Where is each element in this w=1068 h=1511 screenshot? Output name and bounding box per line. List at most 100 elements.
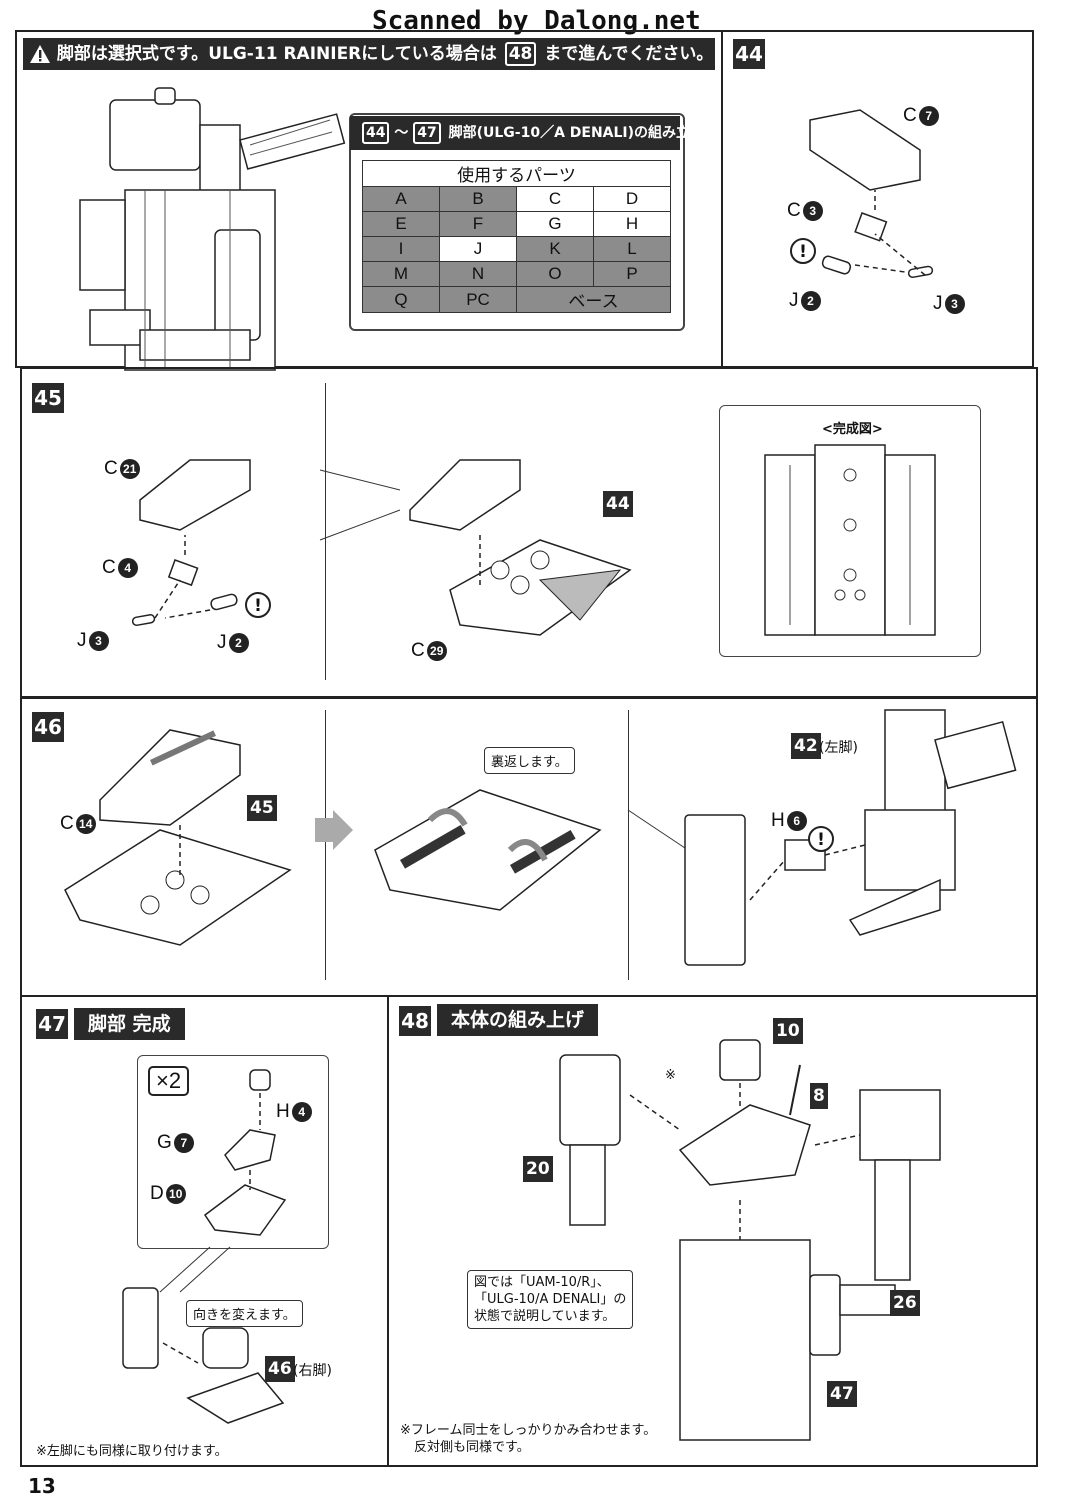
section-step48 (387, 995, 1038, 1467)
divider (325, 710, 326, 980)
parts-table-cell: Q (362, 286, 440, 313)
step46-ref-45: 45 (247, 795, 277, 821)
step-48-number: 48 (399, 1006, 431, 1036)
step48-ref-47: 47 (827, 1381, 857, 1407)
caution-icon-45: ! (245, 592, 271, 618)
step48-ref-26: 26 (890, 1290, 920, 1316)
parts-table-cell: M (362, 261, 440, 287)
parts-table-cell: L (593, 236, 671, 262)
step-46-number: 46 (32, 712, 64, 742)
parts-range-sep: 〜 (394, 125, 409, 141)
step-45-number: 45 (32, 383, 64, 413)
parts-table-cell: J (439, 236, 517, 262)
step45-zoom-lines (319, 469, 401, 541)
parts-range-from: 44 (362, 122, 390, 144)
parts-table-cell: D (593, 186, 671, 212)
orient-callout: 向きを変えます。 (186, 1300, 303, 1327)
caution-icon-46: ! (808, 826, 834, 852)
parts-table-cell: G (516, 211, 594, 237)
parts-table-header: 使用するパーツ (362, 160, 671, 187)
step-48-title: 本体の組み上げ (437, 1004, 599, 1036)
step47-foot-illustration (122, 1287, 285, 1424)
banner-text-before: 脚部は選択式です。ULG-11 RAINIERにしている場合は (56, 44, 497, 64)
warning-triangle-icon (29, 38, 51, 70)
step48-footnote-line: ※フレーム同士をしっかりかみ合わせます。 (400, 1423, 657, 1438)
parts-table-cell: N (439, 261, 517, 287)
state-callout-line: 「ULG-10/A DENALI」の (474, 1292, 627, 1307)
step-44-number: 44 (733, 39, 765, 69)
parts-table-cell: K (516, 236, 594, 262)
parts-table-cell: A (362, 186, 440, 212)
step46-ref-42-label: (左脚) (819, 740, 858, 756)
banner-text-after: まで進んでください。 (544, 44, 714, 64)
parts-table-cell: F (439, 211, 517, 237)
parts-table-cell: H (593, 211, 671, 237)
flip-callout: 裏返します。 (484, 747, 575, 774)
step47-subassembly-illustration (203, 1069, 287, 1236)
step47-ref-46-label: (右脚) (293, 1363, 332, 1379)
step-47-number: 47 (36, 1009, 68, 1039)
step46-flip-illustration (374, 789, 602, 911)
divider (325, 383, 326, 680)
completed-view-label: <完成図> (822, 422, 883, 437)
state-callout-line: 図では「UAM-10/R」、 (474, 1275, 610, 1290)
page-number: 13 (28, 1474, 56, 1498)
parts-range-to: 47 (413, 122, 441, 144)
step48-ref-8: 8 (810, 1083, 828, 1109)
step47-ref-46: 46 (265, 1356, 295, 1382)
step-47-title: 脚部 完成 (74, 1008, 185, 1040)
robot-illustration-top (79, 87, 346, 371)
step46-leg-illustration (684, 709, 1017, 966)
step46-left-illustration (64, 729, 292, 946)
step47-footnote: ※左脚にも同様に取り付けます。 (36, 1444, 228, 1459)
parts-box-title: 44 〜 47 脚部(ULG-10／A DENALI)の組み立て (350, 116, 704, 150)
banner-step-ref: 48 (504, 42, 537, 66)
parts-table-cell: ベース (516, 286, 671, 313)
parts-table-cell: PC (439, 286, 517, 313)
step47-pointer-lines (159, 1246, 231, 1293)
parts-table-cell: E (362, 211, 440, 237)
parts-table-cell: B (439, 186, 517, 212)
step48-footnote-line: 反対側も同様です。 (414, 1440, 530, 1455)
step45-middle-illustration (409, 459, 632, 636)
state-callout: 図では「UAM-10/R」、 「ULG-10/A DENALI」の 状態で説明し… (467, 1270, 634, 1329)
step46-zoom-lines (627, 809, 689, 851)
step48-ref-20: 20 (523, 1156, 553, 1182)
step45-ref-44: 44 (603, 491, 633, 517)
step48-assembly-illustration (559, 1039, 941, 1441)
parts-table-cell: C (516, 186, 594, 212)
asterisk-mark: ※ (665, 1068, 676, 1083)
parts-table-cell: I (362, 236, 440, 262)
caution-icon: ! (790, 238, 816, 264)
step48-footnote: ※フレーム同士をしっかりかみ合わせます。 反対側も同様です。 (400, 1422, 656, 1456)
times-two-badge: ×2 (148, 1066, 190, 1096)
state-callout-line: 状態で説明しています。 (474, 1309, 616, 1324)
arrow-right-icon (315, 810, 353, 850)
parts-table-cell: P (593, 261, 671, 287)
step48-ref-10: 10 (773, 1018, 803, 1044)
parts-table-cell: O (516, 261, 594, 287)
parts-box-heading: 脚部(ULG-10／A DENALI)の組み立て (448, 125, 705, 141)
divider (628, 710, 629, 980)
step44-illustration (809, 109, 934, 278)
